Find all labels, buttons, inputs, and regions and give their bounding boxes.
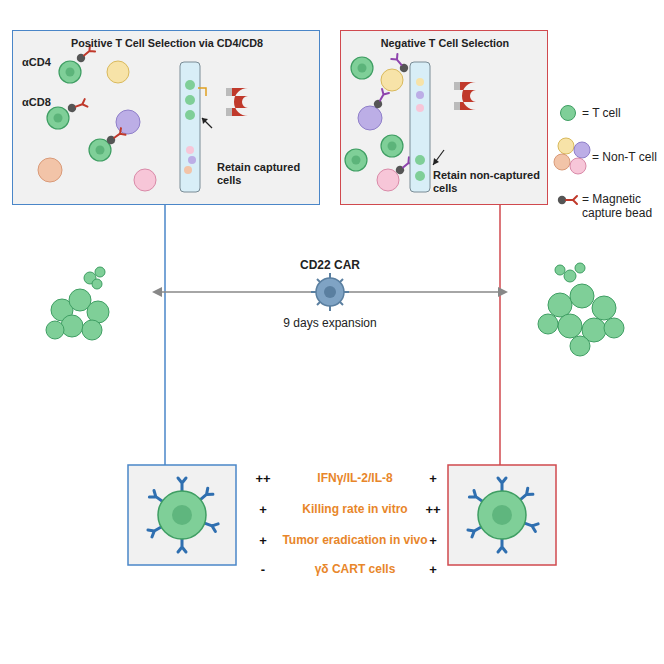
comparison-text: ++: [418, 502, 448, 518]
comparison-text: ++: [248, 471, 278, 487]
comparison-text: +: [248, 533, 278, 549]
comparison-text: Killing rate in vitro: [280, 502, 430, 516]
non-t-cell-sample: [554, 138, 590, 174]
process-label: 9 days expansion: [250, 316, 410, 330]
comparison-text: -: [248, 562, 278, 578]
legend-text: = T cell: [582, 106, 658, 120]
comparison-text: IFNγ/IL-2/IL-8: [280, 471, 430, 485]
comparison-text: +: [418, 471, 448, 487]
legend-swatch: [560, 105, 576, 121]
legend-text: = Magnetic capture bead: [582, 192, 660, 221]
comparison-text: +: [418, 533, 448, 549]
panel-heading: Negative T Cell Selection: [341, 37, 549, 50]
retain-note: Retain non-captured cells: [433, 169, 541, 195]
comparison-text: Tumor eradication in vivo: [270, 533, 440, 547]
retain-note: Retain captured cells: [217, 161, 321, 187]
antibody-label: αCD4: [22, 56, 62, 69]
comparison-text: γδ CART cells: [280, 562, 430, 576]
legend-text: = Non-T cell: [592, 150, 660, 164]
panel-heading: Positive T Cell Selection via CD4/CD8: [13, 37, 321, 50]
bead-sample: [558, 196, 577, 204]
antibody-label: αCD8: [22, 96, 62, 109]
comparison-text: +: [248, 502, 278, 518]
selection-panel: Negative T Cell SelectionRetain non-capt…: [340, 30, 548, 205]
comparison-text: +: [418, 562, 448, 578]
selection-panel: Positive T Cell Selection via CD4/CD8Ret…: [12, 30, 320, 205]
process-label: CD22 CAR: [270, 258, 390, 272]
